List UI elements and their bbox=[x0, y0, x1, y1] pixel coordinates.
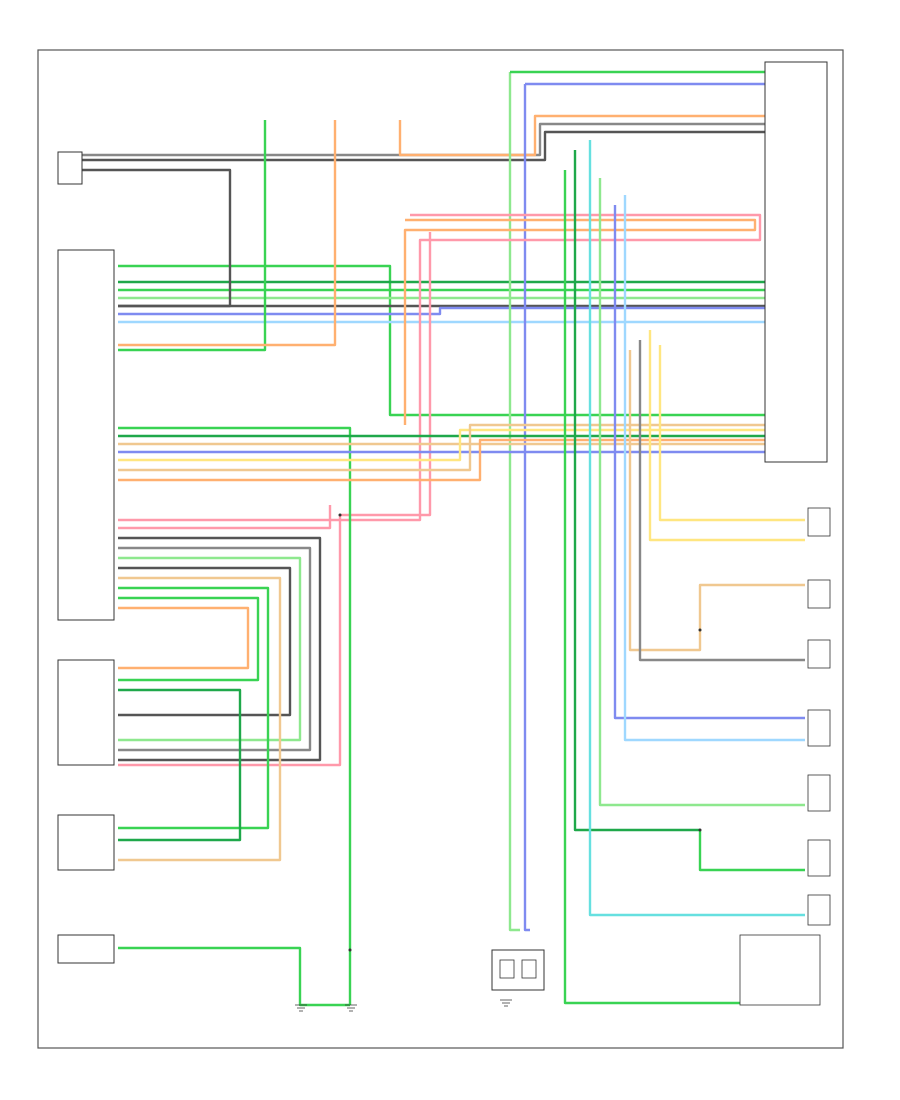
wire-layer bbox=[80, 70, 805, 1007]
speaker-group bbox=[739, 507, 831, 1006]
diagram-border bbox=[37, 49, 844, 1049]
speaker-7 bbox=[807, 894, 831, 926]
antenna-connector bbox=[57, 151, 83, 185]
speaker-2 bbox=[807, 579, 831, 609]
speaker-5 bbox=[807, 774, 831, 812]
speaker-8 bbox=[739, 934, 821, 1006]
speaker-1 bbox=[807, 507, 831, 537]
sub-woofer bbox=[491, 949, 545, 991]
speaker-6 bbox=[807, 839, 831, 877]
radio-box bbox=[57, 249, 115, 621]
speaker-3 bbox=[807, 639, 831, 669]
speaker-4 bbox=[807, 709, 831, 747]
remote-control-module-box bbox=[57, 814, 115, 871]
splice-points bbox=[338, 513, 702, 952]
steering-wheel-controls-box bbox=[57, 934, 115, 964]
amplifier-box bbox=[764, 61, 828, 463]
receiver-assembly-box bbox=[57, 659, 115, 766]
ground-symbol bbox=[295, 999, 512, 1012]
